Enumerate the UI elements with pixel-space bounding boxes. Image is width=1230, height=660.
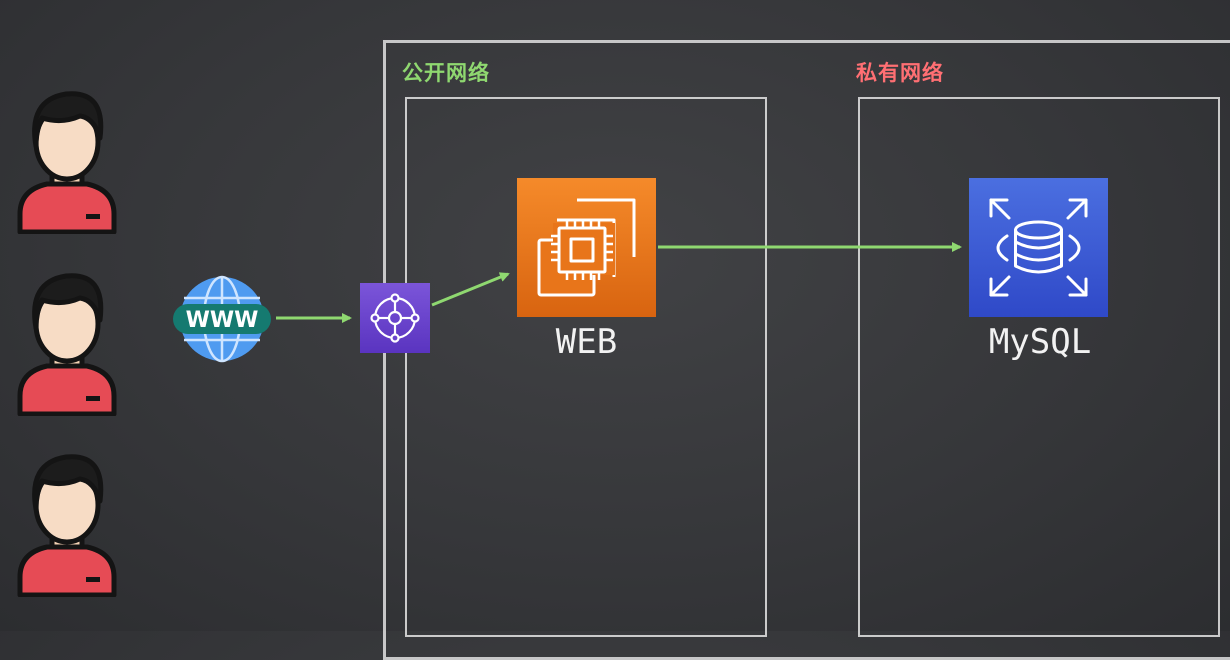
globe-www-icon: WWW bbox=[173, 275, 271, 363]
mysql-label: MySQL bbox=[988, 322, 1092, 362]
public-network-label: 公开网络 bbox=[402, 61, 490, 85]
connection-arrows bbox=[276, 242, 962, 323]
www-text: WWW bbox=[186, 308, 259, 333]
mysql-database bbox=[969, 178, 1108, 317]
user-icon bbox=[17, 273, 117, 416]
internet-gateway bbox=[360, 283, 430, 353]
user-icon bbox=[17, 454, 117, 597]
arrow-gateway-to-web bbox=[431, 272, 510, 307]
web-server bbox=[517, 178, 656, 317]
rds-database-icon bbox=[989, 198, 1088, 297]
ec2-instance-icon bbox=[537, 198, 636, 297]
internet-gateway-icon bbox=[370, 293, 420, 343]
user-icon bbox=[17, 91, 117, 234]
web-label: WEB bbox=[555, 322, 618, 362]
private-network-label: 私有网络 bbox=[856, 61, 944, 85]
